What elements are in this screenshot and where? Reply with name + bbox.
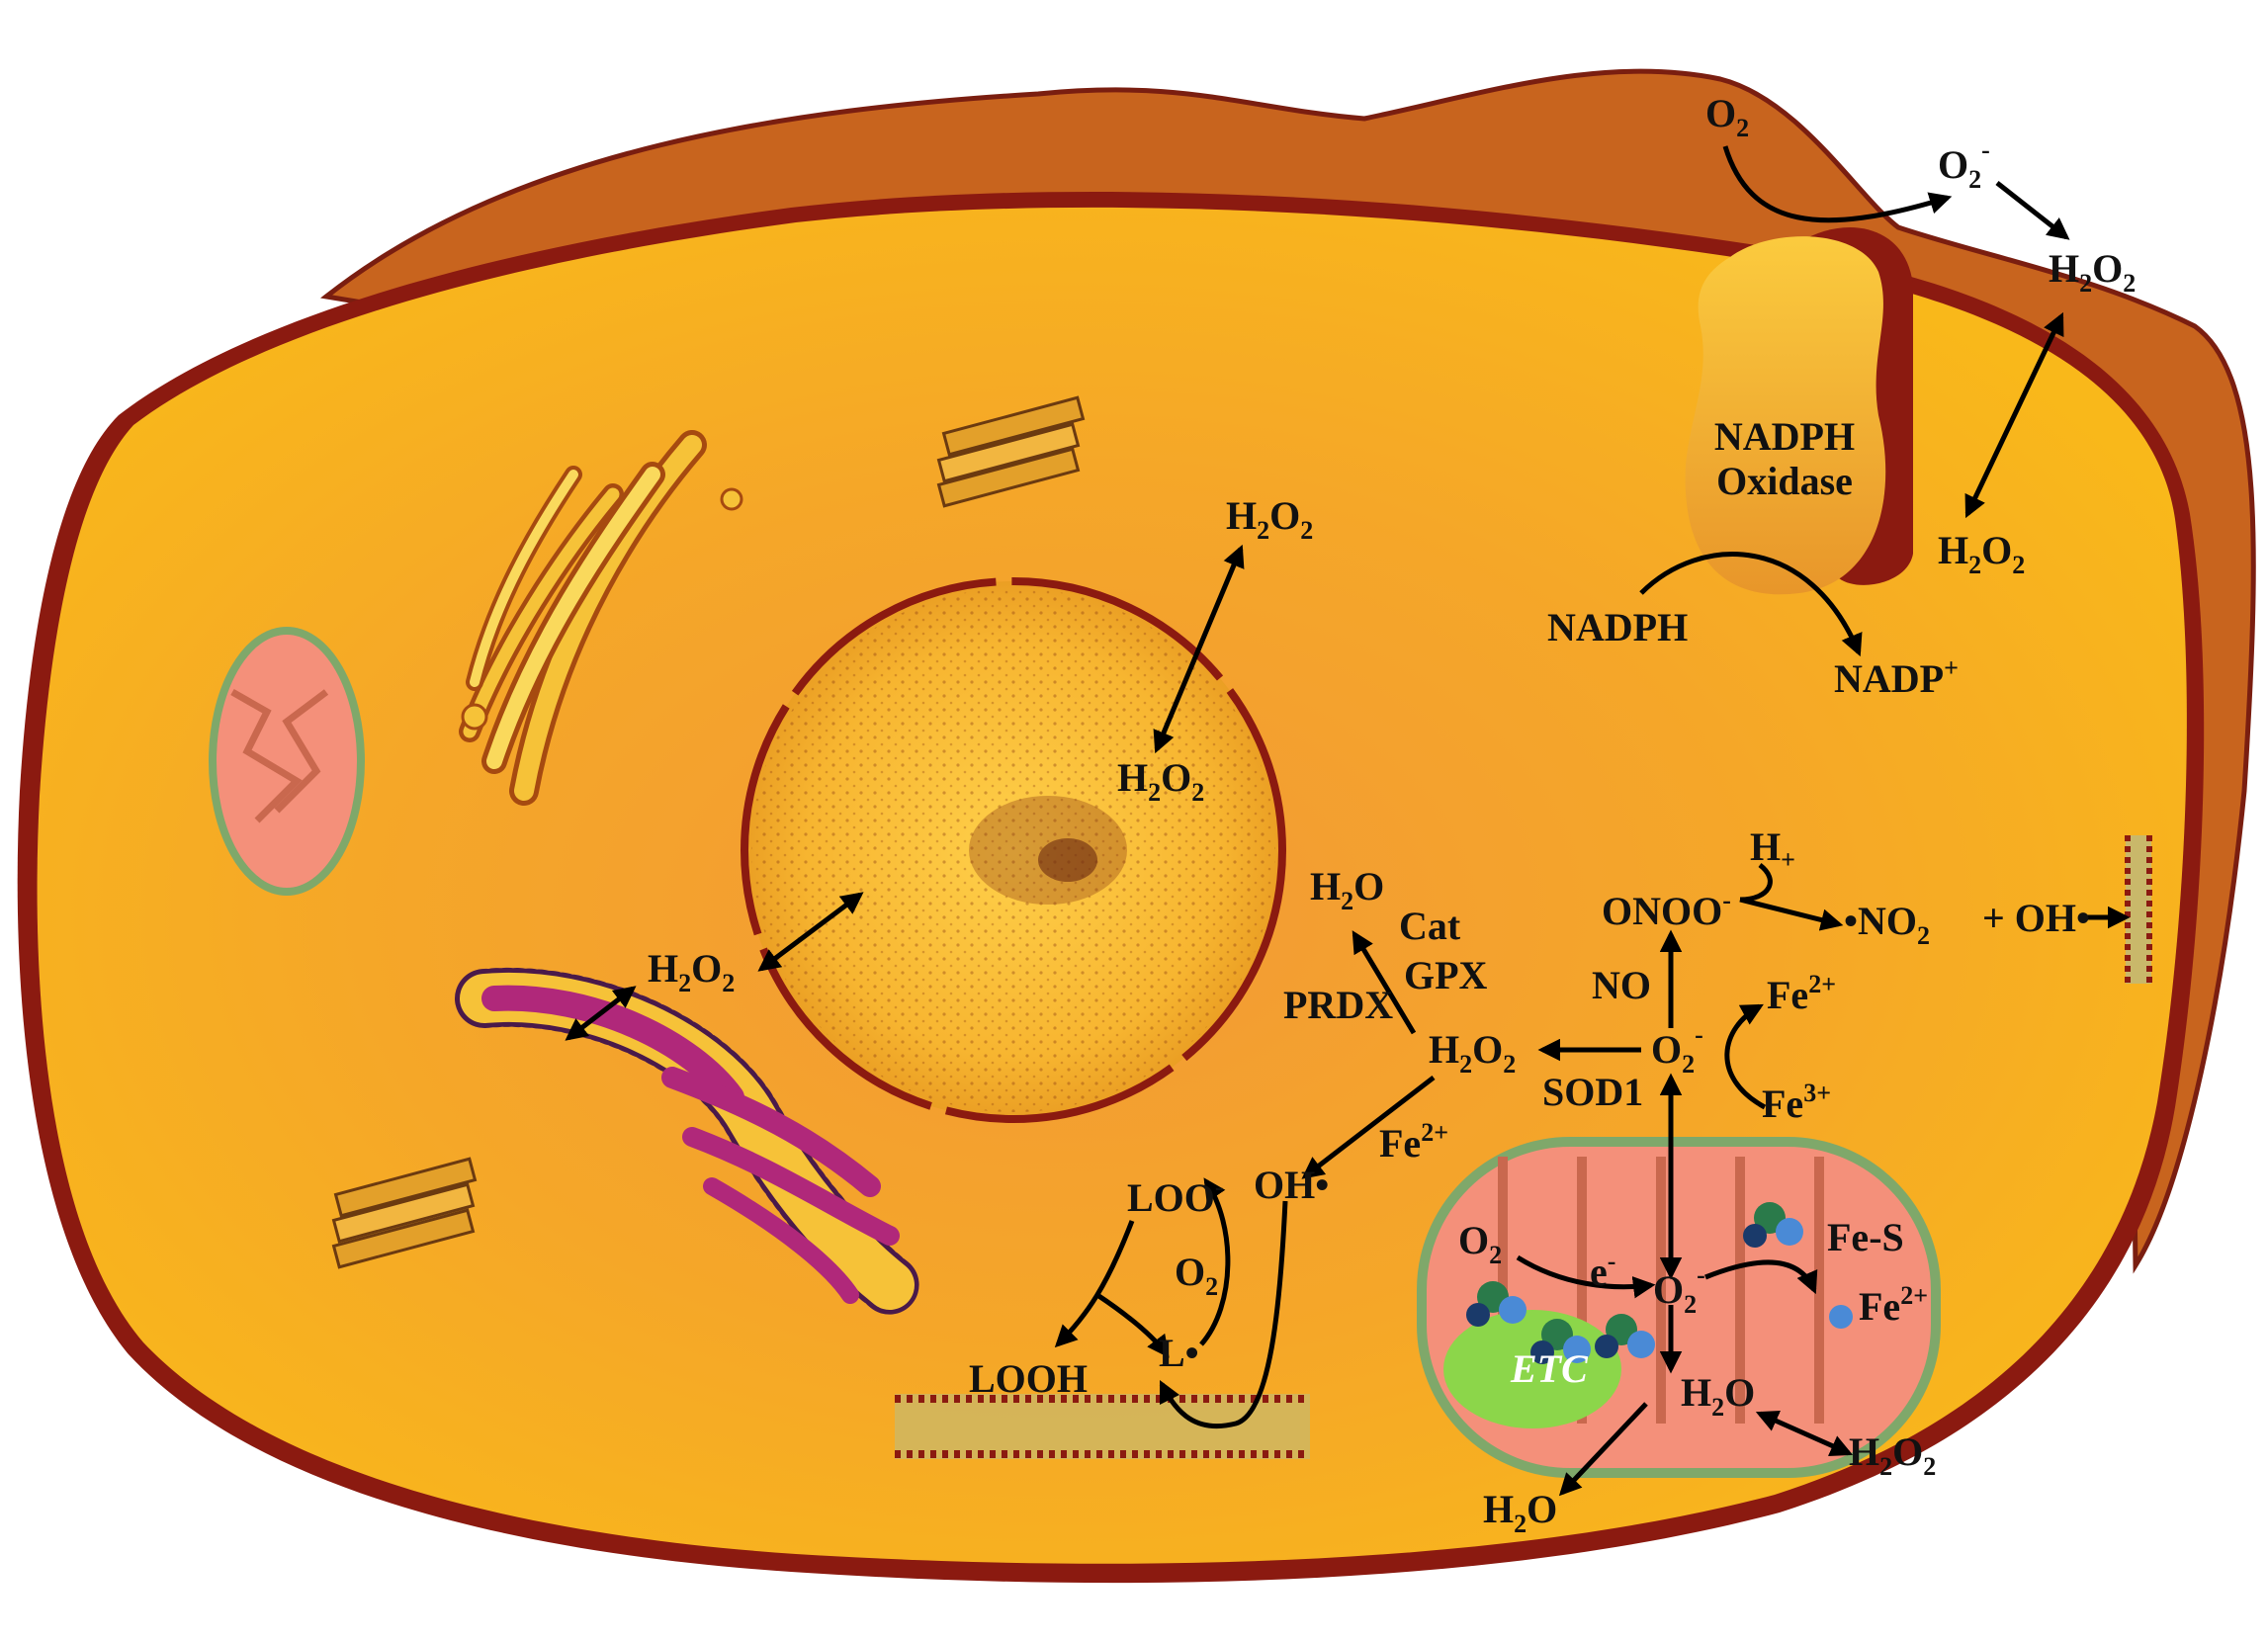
label-h2o2-er: H2O2 xyxy=(648,946,735,997)
label-nadph-oxidase-2: Oxidase xyxy=(1716,459,1853,503)
label-h2o-bottom: H2O xyxy=(1483,1487,1557,1538)
label-h-plus: H+ xyxy=(1750,824,1795,874)
label-h2o2-nucleus-in: H2O2 xyxy=(1117,755,1204,807)
centriole-bottom xyxy=(331,1157,478,1269)
plasma-membrane-segment xyxy=(2125,835,2152,984)
nadph-oxidase xyxy=(1685,227,1913,595)
label-fe2-right: Fe2+ xyxy=(1767,970,1836,1017)
label-h2o2-membrane: H2O2 xyxy=(1938,528,2025,579)
label-onoo: ONOO- xyxy=(1602,886,1731,933)
label-looh: LOOH xyxy=(969,1356,1088,1401)
label-fe-s: Fe-S xyxy=(1827,1215,1904,1259)
label-o2-minus-center: O2- xyxy=(1651,1020,1703,1079)
arrow-h2o-out xyxy=(1558,1402,1648,1497)
label-o2-lipid: O2 xyxy=(1175,1250,1218,1301)
label-oh-radical: OH• xyxy=(1254,1163,1329,1207)
arrow-fe3-to-fe2 xyxy=(1724,1003,1767,1110)
arrow-loo-to-looh xyxy=(1054,1220,1135,1348)
arrow-l-to-loo xyxy=(1199,1177,1231,1346)
arrow-h2o2-er-in xyxy=(565,986,637,1041)
arrow-h2o2-exchange-right xyxy=(1964,311,2064,519)
lipid-membrane xyxy=(895,1394,1310,1459)
label-e-minus: e- xyxy=(1590,1247,1615,1294)
mitochondrion-small xyxy=(209,627,365,896)
label-nadph-oxidase-1: NADPH xyxy=(1714,414,1855,459)
arrow-o2minus-to-h2o2 xyxy=(1995,181,2070,240)
arrow-h2o2-nucleus-exchange xyxy=(1153,544,1245,754)
label-o2-mito: O2 xyxy=(1458,1218,1502,1269)
label-loo: LOO- xyxy=(1127,1172,1224,1220)
label-nadph: NADPH xyxy=(1547,605,1688,649)
arrow-o2-to-o2minus xyxy=(1722,145,1953,223)
arrow-oh-to-l xyxy=(1159,1200,1288,1429)
label-plus-oh: + OH• xyxy=(1982,896,2090,940)
golgi-apparatus xyxy=(459,430,743,806)
label-prdx: PRDX xyxy=(1283,983,1393,1027)
label-h2o2-mito-out: H2O2 xyxy=(1849,1429,1936,1481)
arrow-nucleus-er-exchange xyxy=(757,892,864,972)
arrow-o2minus-to-fes xyxy=(1704,1259,1818,1295)
label-o2-minus-top: O2- xyxy=(1938,135,1990,194)
reaction-arrows xyxy=(565,145,2131,1497)
nucleus xyxy=(741,577,1286,1123)
arrow-h2o2-to-h2o xyxy=(1352,930,1417,1035)
centriole-top xyxy=(936,395,1086,508)
label-h2o2-nucleus-out: H2O2 xyxy=(1226,493,1313,545)
arrow-h2o-h2o2-mito xyxy=(1755,1411,1854,1456)
arrow-nadph-to-nadp xyxy=(1639,552,1863,657)
mitochondrion-large xyxy=(1417,1137,1941,1478)
arrow-loo-branch-l xyxy=(1095,1292,1170,1358)
label-fe2-mito: Fe2+ xyxy=(1859,1281,1928,1329)
etc-proteins xyxy=(1466,1202,1853,1364)
arrow-o2-e-to-o2minus xyxy=(1516,1254,1656,1299)
label-o2-top: O2 xyxy=(1705,91,1749,142)
label-sod1: SOD1 xyxy=(1542,1070,1643,1114)
label-etc: ETC xyxy=(1510,1346,1589,1391)
label-no2: •NO2 xyxy=(1844,899,1930,950)
label-nadp-plus: NADP+ xyxy=(1834,653,1959,701)
label-h2o-mito: H2O xyxy=(1681,1370,1755,1422)
label-gpx: GPX xyxy=(1404,953,1488,997)
label-cat: Cat xyxy=(1399,904,1461,948)
label-h2o2-top-right: H2O2 xyxy=(2049,246,2136,298)
arrow-h2o2-to-oh xyxy=(1301,1076,1436,1179)
label-l-radical: L• xyxy=(1159,1331,1199,1375)
arrow-onoo-to-no2 xyxy=(1739,863,1839,924)
label-h2o-top: H2O xyxy=(1310,864,1384,915)
label-o2-minus-mito: O2- xyxy=(1653,1260,1705,1319)
label-h2o2-center: H2O2 xyxy=(1429,1027,1516,1079)
label-fe3-right: Fe3+ xyxy=(1762,1079,1831,1126)
label-fe2-center: Fe2+ xyxy=(1379,1118,1448,1166)
label-no: NO xyxy=(1592,963,1651,1007)
labels: O2 O2- H2O2 H2O2 NADPH Oxidase NADPH NAD… xyxy=(648,91,2136,1538)
